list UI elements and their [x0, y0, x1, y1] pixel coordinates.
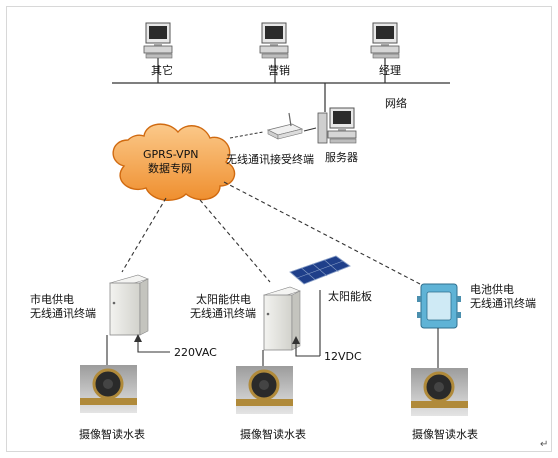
terminal-label: 无线通讯终端 [190, 307, 256, 320]
terminal-label: 太阳能供电 [196, 293, 251, 306]
water-meter-icon [236, 366, 293, 414]
arrow-up-icon [134, 334, 142, 342]
terminal-label: 无线通讯终端 [470, 297, 536, 310]
solar-panel-icon [289, 255, 351, 285]
water-meter-icon [80, 365, 137, 413]
solar-terminal-cabinet [263, 286, 301, 351]
router-icon [266, 112, 304, 140]
server-icon [327, 107, 357, 144]
cloud-router-link [229, 131, 264, 139]
arrow-up-icon [292, 336, 300, 344]
computer-label: 经理 [379, 64, 401, 77]
mains-terminal-cabinet [109, 274, 149, 336]
server-tower-icon [317, 112, 328, 144]
paragraph-mark: ↵ [540, 439, 549, 450]
power-label: 12VDC [324, 350, 362, 363]
cloud-label-line1: GPRS-VPN [143, 148, 199, 161]
cloud-shape [112, 123, 236, 201]
meter-label: 摄像智读水表 [240, 428, 306, 441]
meter-label: 摄像智读水表 [79, 428, 145, 441]
wireless-links [121, 181, 421, 285]
power-feed-line [137, 336, 170, 353]
terminal-label: 无线通讯终端 [30, 307, 96, 320]
solar-panel-label: 太阳能板 [328, 290, 372, 303]
router-server-link [303, 127, 317, 132]
cloud-label-line2: 数据专网 [148, 162, 192, 175]
terminal-label: 电池供电 [470, 283, 514, 296]
receiver-label: 无线通讯接受终端 [226, 153, 314, 166]
power-label: 220VAC [174, 346, 217, 359]
computer-icon [143, 22, 173, 59]
server-label: 服务器 [325, 151, 358, 164]
computer-label: 其它 [151, 64, 173, 77]
computer-label: 营销 [268, 64, 290, 77]
figure-frame [6, 6, 552, 452]
meter-label: 摄像智读水表 [412, 428, 478, 441]
lan-bus [112, 55, 450, 112]
terminal-label: 市电供电 [30, 293, 74, 306]
battery-terminal-box [417, 283, 461, 329]
computer-icon [259, 22, 289, 59]
computer-icon [370, 22, 400, 59]
water-meter-icon [411, 368, 468, 416]
lan-label: 网络 [385, 97, 407, 110]
